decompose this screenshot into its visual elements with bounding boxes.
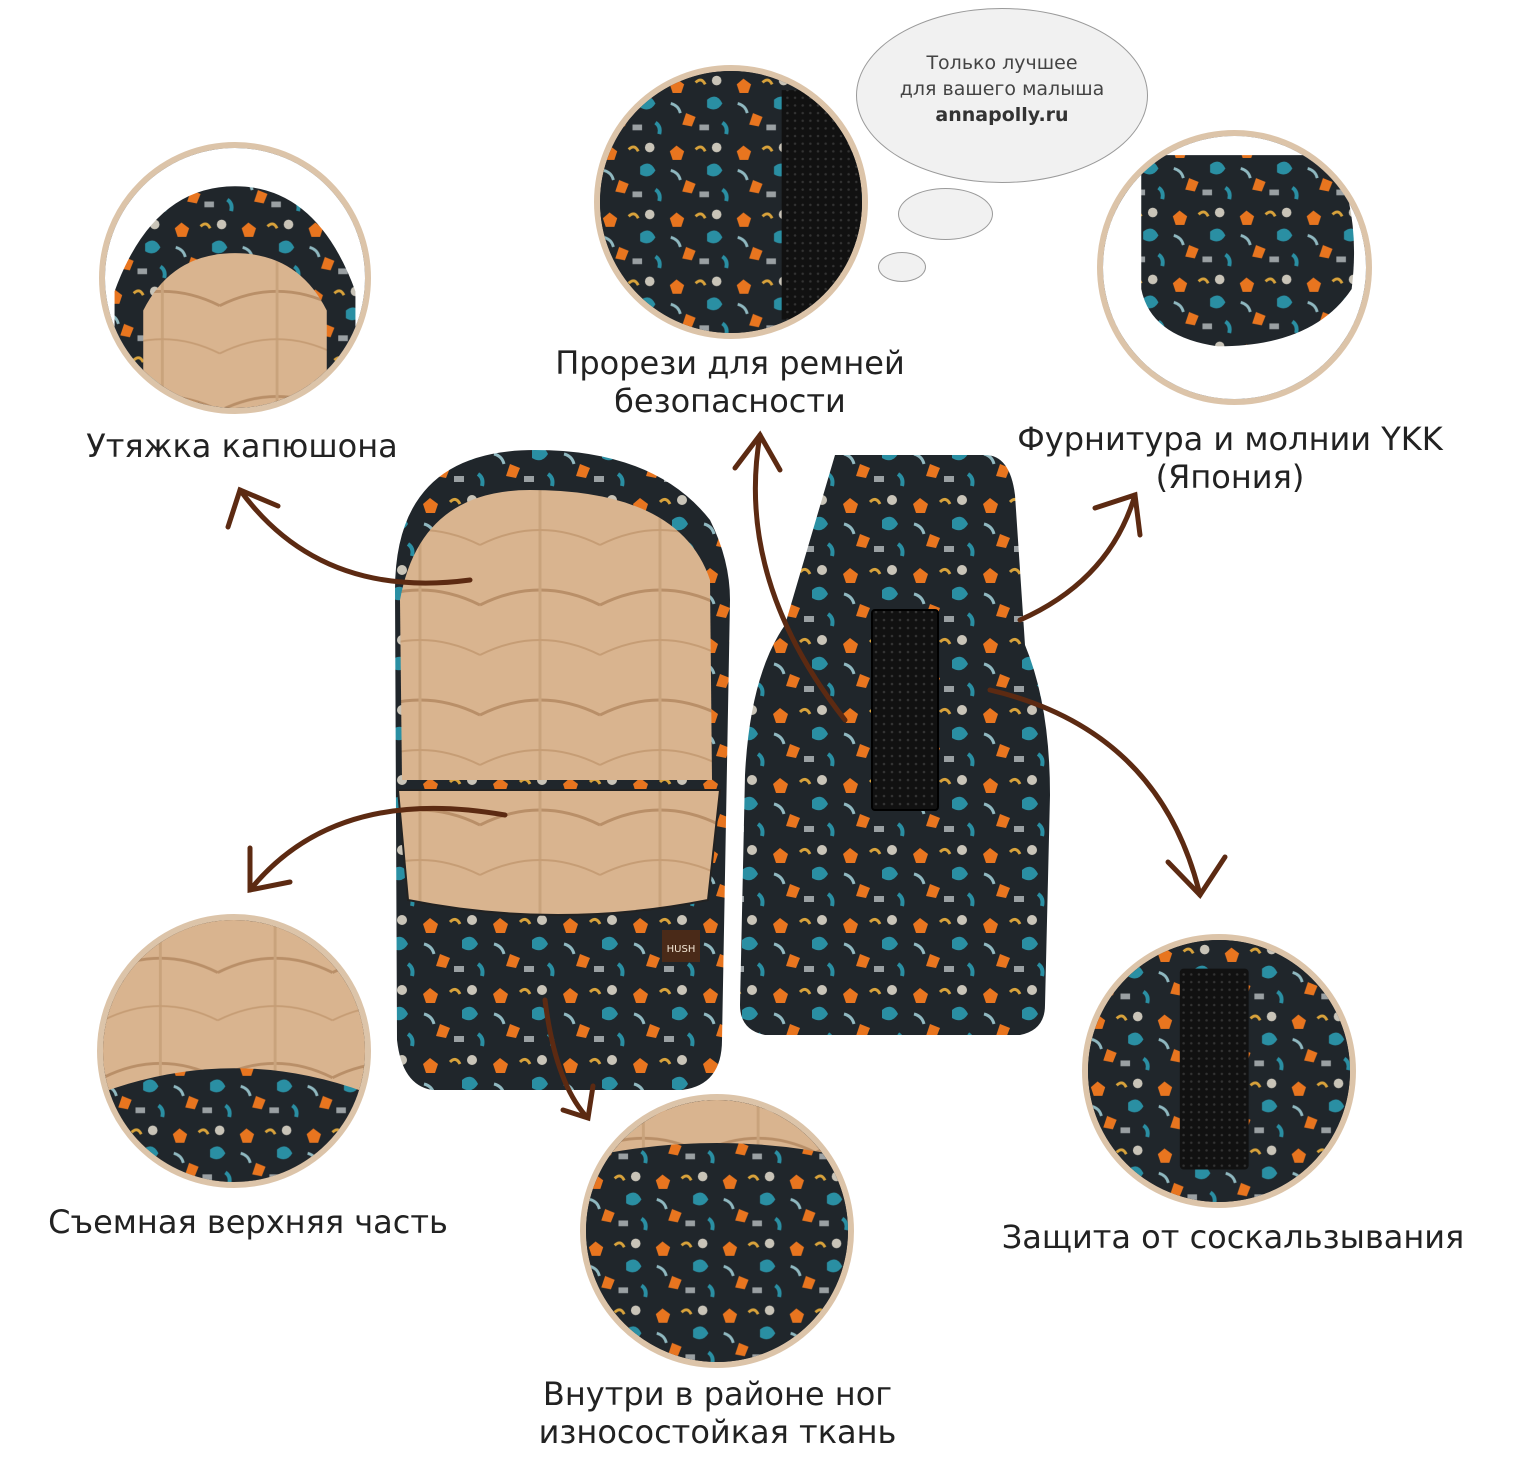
- ykk-detail-image: [1097, 130, 1372, 405]
- arrow-legs: [542, 997, 588, 1118]
- slots-detail-image: [594, 65, 868, 339]
- arrow-hood: [237, 487, 473, 586]
- legs-label-line1: Внутри в районе ног: [542, 1375, 893, 1413]
- footmuff-back-image: [740, 455, 1050, 1035]
- ykk-label-line1: Фурнитура и молнии YKK: [1017, 420, 1443, 458]
- arrow-legs-head: [560, 1083, 596, 1122]
- thought-bubble-small: [898, 188, 993, 240]
- brand-tag: [662, 930, 700, 962]
- removable-label: Съемная верхняя часть: [48, 1203, 448, 1241]
- slots-label-line1: Прорези для ремней: [555, 344, 905, 382]
- bubble-text: Только лучшее для вашего малыша annapoll…: [856, 50, 1148, 128]
- legs-detail-image: [580, 1094, 854, 1368]
- antislip-label: Защита от соскальзывания: [1001, 1218, 1465, 1256]
- arrow-slots-head: [732, 430, 783, 473]
- slots-label: Прорези для ремней безопасности: [500, 344, 960, 420]
- thought-bubble-smallest: [878, 252, 926, 282]
- arrow-hood-head: [225, 486, 281, 530]
- thought-bubble: [856, 8, 1148, 183]
- brand-tag-text: HUSH: [667, 944, 696, 955]
- arrow-ykk: [1017, 492, 1138, 623]
- slots-label-line2: безопасности: [614, 382, 846, 420]
- arrow-ykk-head: [1092, 491, 1143, 538]
- legs-label-line2: износостойкая ткань: [538, 1413, 897, 1451]
- ykk-label-line2: (Япония): [1155, 458, 1305, 496]
- safety-belt-slot: [871, 609, 939, 811]
- hood-label: Утяжка капюшона: [86, 427, 398, 465]
- arrow-removable-head: [247, 845, 293, 894]
- arrow-removable: [247, 805, 508, 893]
- hood-detail-image: [99, 142, 371, 414]
- arrow-slots: [752, 432, 848, 723]
- legs-label: Внутри в районе ног износостойкая ткань: [480, 1375, 955, 1451]
- bubble-line1: Только лучшее: [926, 52, 1078, 74]
- arrow-antislip: [987, 687, 1203, 898]
- arrow-antislip-head: [1165, 854, 1228, 899]
- arrows: [225, 430, 1228, 1122]
- bubble-line2: для вашего малыша: [899, 78, 1105, 100]
- removable-top-detail-image: [97, 914, 371, 1188]
- ykk-label: Фурнитура и молнии YKK (Япония): [960, 420, 1500, 496]
- bubble-url: annapolly.ru: [935, 104, 1069, 126]
- antislip-detail-image: [1082, 934, 1356, 1208]
- footmuff-front-image: HUSH: [395, 450, 730, 1090]
